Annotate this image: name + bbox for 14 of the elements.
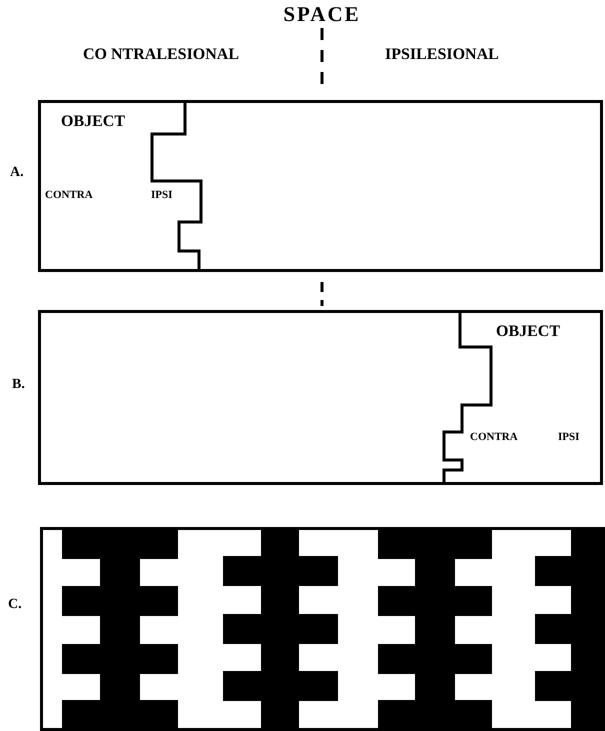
side-heading: CO NTRALESIONAL xyxy=(83,46,240,64)
object-label: OBJECT xyxy=(61,113,126,131)
side-label: CONTRA xyxy=(470,431,518,443)
side-label: IPSI xyxy=(558,431,580,443)
side-heading: IPSILESIONAL xyxy=(385,46,499,64)
side-label: CONTRA xyxy=(45,189,93,201)
side-label: IPSI xyxy=(151,189,172,201)
panel-box xyxy=(38,310,603,485)
object-label: OBJECT xyxy=(496,323,560,341)
panel-letter: B. xyxy=(12,377,25,393)
title: SPACE xyxy=(282,2,362,27)
panel-box xyxy=(38,100,603,272)
panel-letter: C. xyxy=(8,597,22,613)
panel-letter: A. xyxy=(10,165,24,181)
